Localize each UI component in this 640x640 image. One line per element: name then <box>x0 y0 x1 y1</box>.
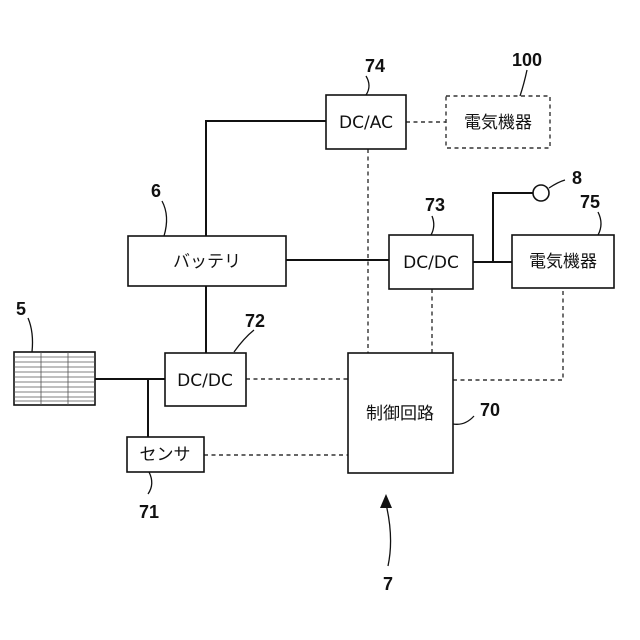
controller-block: 制御回路 <box>348 353 453 473</box>
leader-74 <box>366 76 369 95</box>
ref-70: 70 <box>480 400 500 420</box>
link-controller-appliance75 <box>453 288 563 380</box>
appliance-100-label: 電気機器 <box>464 113 532 133</box>
leader-8 <box>549 180 565 188</box>
appliance-75-label: 電気機器 <box>529 252 597 272</box>
ref-75: 75 <box>580 192 600 212</box>
appliance-100-block: 電気機器 <box>446 96 550 148</box>
ref-74: 74 <box>365 56 385 76</box>
leader-100 <box>520 70 527 96</box>
wire-battery-dcac <box>206 121 326 236</box>
dcdc-73-block: DC/DC <box>389 235 473 289</box>
leader-5 <box>28 318 33 352</box>
arrow-7-head <box>380 494 392 508</box>
ref-8: 8 <box>572 168 582 188</box>
leader-70 <box>453 416 474 424</box>
battery-block: バッテリ <box>128 236 286 286</box>
sensor-label: センサ <box>140 445 191 465</box>
arrow-7-shaft <box>386 504 391 566</box>
ref-71: 71 <box>139 502 159 522</box>
dcdc-73-label: DC/DC <box>403 253 459 273</box>
ref-7: 7 <box>383 574 393 594</box>
appliance-75-block: 電気機器 <box>512 235 614 288</box>
ref-5: 5 <box>16 299 26 319</box>
controller-label: 制御回路 <box>366 404 434 424</box>
sensor-block: センサ <box>127 437 204 472</box>
battery-label: バッテリ <box>173 252 241 272</box>
leader-75 <box>598 212 601 235</box>
terminal-circle <box>533 185 549 201</box>
solar-panel <box>14 352 95 405</box>
dcdc-72-block: DC/DC <box>165 353 246 406</box>
dcac-label: DC/AC <box>339 113 393 133</box>
leader-72 <box>234 330 254 352</box>
leader-6 <box>162 201 167 236</box>
leader-73 <box>431 216 434 235</box>
ref-72: 72 <box>245 311 265 331</box>
ref-73: 73 <box>425 195 445 215</box>
dcac-block: DC/AC <box>326 95 406 149</box>
system-arrow <box>380 494 392 566</box>
ref-6: 6 <box>151 181 161 201</box>
dcdc-72-label: DC/DC <box>177 371 233 391</box>
leader-71 <box>148 472 152 494</box>
ref-100: 100 <box>512 50 542 70</box>
